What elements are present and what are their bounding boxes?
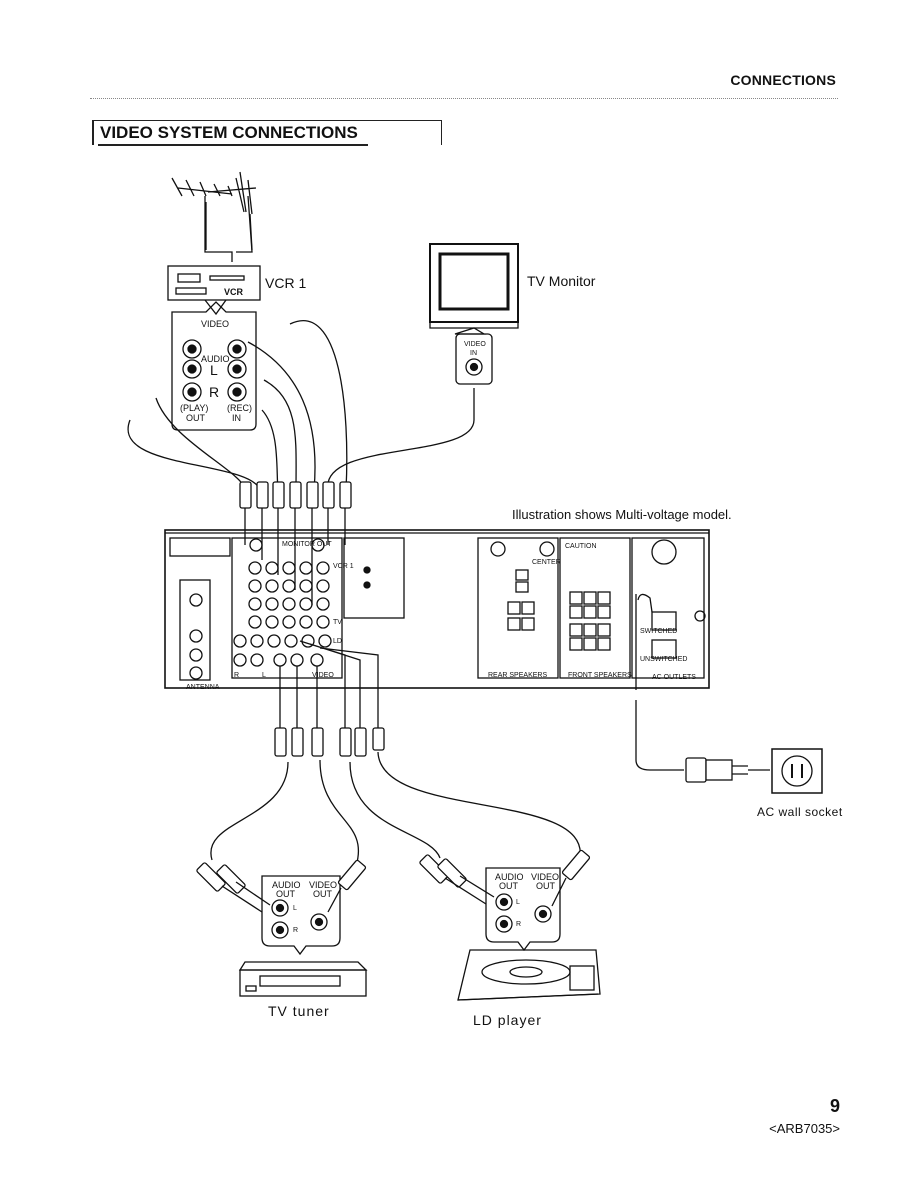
- receiver-l-label: L: [262, 672, 266, 679]
- receiver-jacks: [233, 538, 371, 667]
- tv-tuner-label: TV tuner: [268, 1003, 330, 1019]
- receiver-antenna-label: ANTENNA: [186, 684, 220, 691]
- vcr-panel-in-label: IN: [232, 413, 241, 423]
- receiver-tv-label: TV: [333, 619, 342, 626]
- ld-video-label: VIDEO: [531, 872, 560, 882]
- ld-audio-label: AUDIO: [495, 872, 524, 882]
- ld-r-label: R: [516, 921, 522, 928]
- vcr-panel: [171, 301, 257, 431]
- vcr-panel-l-label: L: [210, 362, 218, 378]
- ld-player-label: LD player: [473, 1012, 542, 1028]
- receiver-front-speakers-label: FRONT SPEAKERS: [568, 672, 632, 679]
- receiver-ld-label: LD: [333, 638, 342, 645]
- page-title: VIDEO SYSTEM CONNECTIONS: [100, 123, 358, 142]
- cables-bottom: [210, 751, 581, 867]
- plugs-bottom: [274, 727, 385, 757]
- receiver-switched-label: SWITCHED: [640, 628, 678, 635]
- section-header: CONNECTIONS: [730, 72, 836, 88]
- tv-tuner-panel: [196, 859, 367, 956]
- tv-monitor-icon: [429, 243, 519, 335]
- receiver-caution-label: CAUTION: [565, 543, 597, 550]
- tv-monitor-panel: [455, 333, 493, 385]
- tv-monitor-label: TV Monitor: [527, 273, 596, 289]
- tv-tuner-audio-out-label: OUT: [276, 889, 295, 899]
- tv-monitor-panel-video-label: VIDEO: [464, 341, 486, 348]
- vcr-panel-out-label: OUT: [186, 413, 205, 423]
- vcr-label: VCR 1: [265, 275, 307, 291]
- cables-top: [127, 320, 475, 491]
- receiver-vcr1-label: VCR 1: [333, 563, 354, 570]
- tv-tuner-device-icon: [238, 961, 368, 997]
- vcr-panel-r-label: R: [209, 384, 220, 400]
- page-number: 9: [829, 1096, 840, 1116]
- vcr-badge: VCR: [224, 287, 244, 297]
- ac-socket-icon: [771, 748, 823, 794]
- tv-tuner-video-out-label: OUT: [313, 889, 332, 899]
- tv-tuner-l-label: L: [293, 905, 297, 912]
- receiver-ac-outlets-label: AC OUTLETS: [652, 674, 696, 681]
- tv-tuner-r-label: R: [293, 927, 299, 934]
- tv-tuner-video-label: VIDEO: [309, 880, 338, 890]
- receiver-rear-speakers-label: REAR SPEAKERS: [488, 672, 548, 679]
- power-cord: [635, 594, 770, 783]
- tv-tuner-audio-label: AUDIO: [272, 880, 301, 890]
- ac-socket-label: AC wall socket: [757, 805, 843, 819]
- receiver-center-label: CENTER: [532, 559, 561, 566]
- tv-monitor-panel-in-label: IN: [470, 350, 477, 357]
- ld-player-panel: [419, 849, 591, 952]
- receiver-unswitched-label: UNSWITCHED: [640, 656, 688, 663]
- vcr-panel-play-label: (PLAY): [180, 403, 209, 413]
- receiver-r-label: R: [234, 672, 240, 679]
- title-underline: [98, 144, 368, 146]
- title-box: [92, 120, 442, 145]
- receiver-video-label: VIDEO: [312, 672, 334, 679]
- antenna-icon: [171, 171, 257, 262]
- ld-audio-out-label: OUT: [499, 881, 518, 891]
- cables-bottom-leads: [279, 640, 379, 730]
- vcr-panel-audio-label: AUDIO: [201, 354, 230, 364]
- receiver-rear-panel: [164, 529, 710, 689]
- ld-player-device-icon: [457, 949, 601, 1001]
- vcr-panel-video-label: VIDEO: [201, 319, 230, 329]
- plugs-top: [239, 481, 352, 605]
- model-note: Illustration shows Multi-voltage model.: [512, 507, 732, 522]
- document-id: <ARB7035>: [769, 1121, 840, 1136]
- vcr-device-icon: [167, 265, 261, 316]
- receiver-monitor-out-label: MONITOR OUT: [282, 541, 332, 548]
- ld-video-out-label: OUT: [536, 881, 555, 891]
- header-rule: [90, 98, 838, 99]
- ld-l-label: L: [516, 899, 520, 906]
- vcr-panel-rec-label: (REC): [227, 403, 252, 413]
